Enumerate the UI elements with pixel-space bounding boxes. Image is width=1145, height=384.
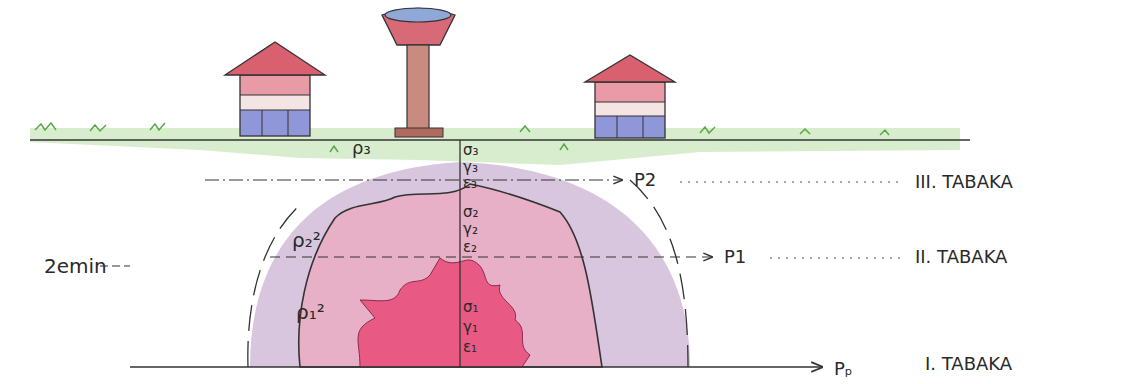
grass-band [30, 128, 960, 165]
house-roof [225, 42, 325, 75]
base-line [130, 366, 822, 368]
parameter-label: γ₂ [463, 222, 478, 237]
layer-label: I. TABAKA [925, 355, 1012, 373]
outer-zone-outline [248, 180, 688, 367]
house-body [595, 82, 665, 102]
pressure-label: Pₚ [834, 360, 853, 378]
house-body [240, 75, 310, 95]
leader-dots [770, 257, 900, 258]
tower-base [395, 128, 443, 137]
tower-stem [407, 45, 429, 129]
resistivity-label: ρ₃ [352, 139, 371, 157]
house-body [240, 95, 310, 110]
parameter-label: σ₂ [463, 205, 479, 220]
resistivity-label: ρ₂² [292, 230, 321, 250]
parameter-label: σ₃ [463, 143, 479, 158]
parameter-label: γ₁ [463, 320, 478, 335]
ground-line [30, 139, 970, 141]
house-details [595, 102, 665, 138]
leader-dots [680, 181, 900, 182]
layer-label: II. TABAKA [915, 248, 1007, 266]
parameter-label: ε₃ [463, 176, 477, 191]
house-body [595, 116, 665, 138]
layer-line [205, 179, 622, 180]
tower-top [385, 8, 451, 22]
house-outline [240, 75, 310, 136]
axis-line [459, 140, 460, 367]
tower-bowl [382, 9, 455, 46]
inner-zone [299, 184, 602, 367]
parameter-label: ε₂ [463, 240, 477, 255]
house-body [595, 102, 665, 116]
house-roof [585, 55, 675, 82]
parameter-label: ε₁ [463, 340, 477, 355]
parameter-label: σ₁ [463, 300, 479, 315]
house-body [240, 110, 310, 136]
dimension-label: 2emin [44, 256, 107, 276]
resistivity-label: ρ₁² [296, 302, 325, 322]
outer-zone [250, 162, 690, 367]
core-zone [358, 258, 530, 367]
layer-label: III. TABAKA [915, 173, 1013, 191]
house-outline [595, 82, 665, 138]
pressure-label: P1 [724, 248, 746, 266]
layer-line [270, 256, 712, 257]
pressure-label: P2 [634, 171, 656, 189]
parameter-label: γ₃ [463, 160, 478, 175]
grass-strokes [35, 123, 889, 152]
house-details [240, 95, 310, 136]
